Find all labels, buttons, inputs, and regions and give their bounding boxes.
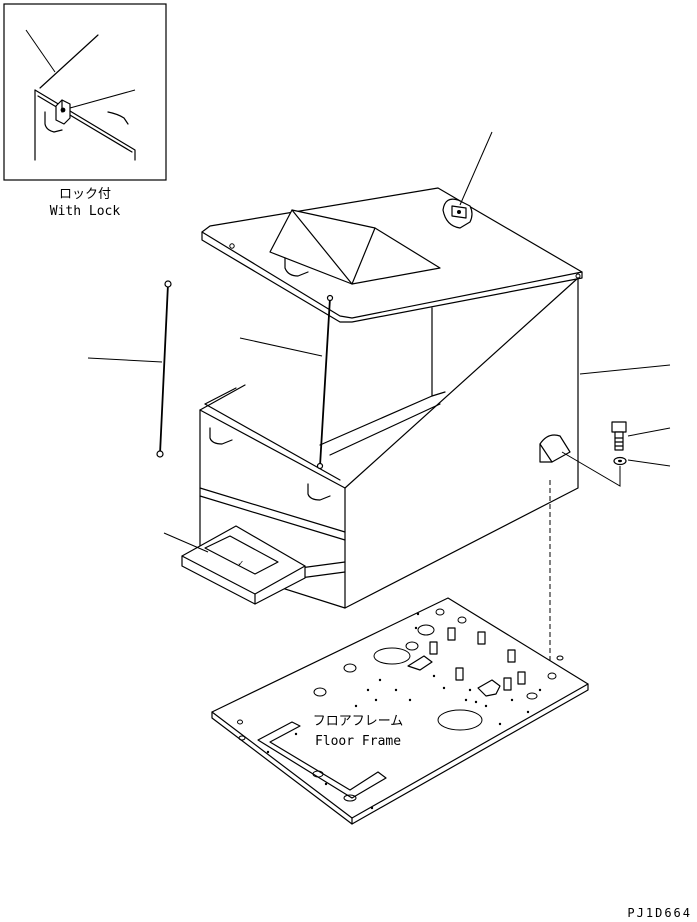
floor-frame-label-en: Floor Frame <box>315 734 401 749</box>
inset-label-en: With Lock <box>50 204 121 219</box>
floor-frame <box>211 597 589 825</box>
hold-down-plate <box>181 525 306 605</box>
floor-frame-label-jp: フロアフレーム <box>313 714 404 729</box>
leader-line <box>459 131 493 206</box>
leader-line <box>627 459 671 467</box>
leader-line <box>25 29 56 73</box>
svg-text:✓: ✓ <box>238 559 243 569</box>
lid-vent <box>269 209 441 285</box>
handle-icon <box>44 111 63 133</box>
leader-lines <box>87 131 671 553</box>
handle-icon <box>284 257 309 277</box>
inset-frame <box>3 3 167 181</box>
lid-stay-spare <box>156 280 172 458</box>
side-opening <box>539 434 571 463</box>
inset-label-jp: ロック付 <box>59 187 111 202</box>
lock-icon <box>442 198 473 229</box>
lock-icon <box>55 99 71 125</box>
lock-detail-inset <box>3 3 167 181</box>
leader-line <box>87 357 163 363</box>
battery-box-assembly: ✓ <box>181 187 583 609</box>
leader-line <box>627 427 671 437</box>
handle-icon <box>307 483 331 501</box>
bolt-icon <box>611 421 627 451</box>
lid-stay <box>319 297 331 467</box>
handle-icon <box>107 111 129 125</box>
leader-line <box>579 364 671 375</box>
washer-icon <box>613 456 627 466</box>
leader-line <box>239 337 323 357</box>
leader-line <box>163 532 209 553</box>
leader-line <box>69 89 136 109</box>
drawing-code: PJ1D664 <box>627 906 692 920</box>
handle-icon <box>209 427 233 445</box>
